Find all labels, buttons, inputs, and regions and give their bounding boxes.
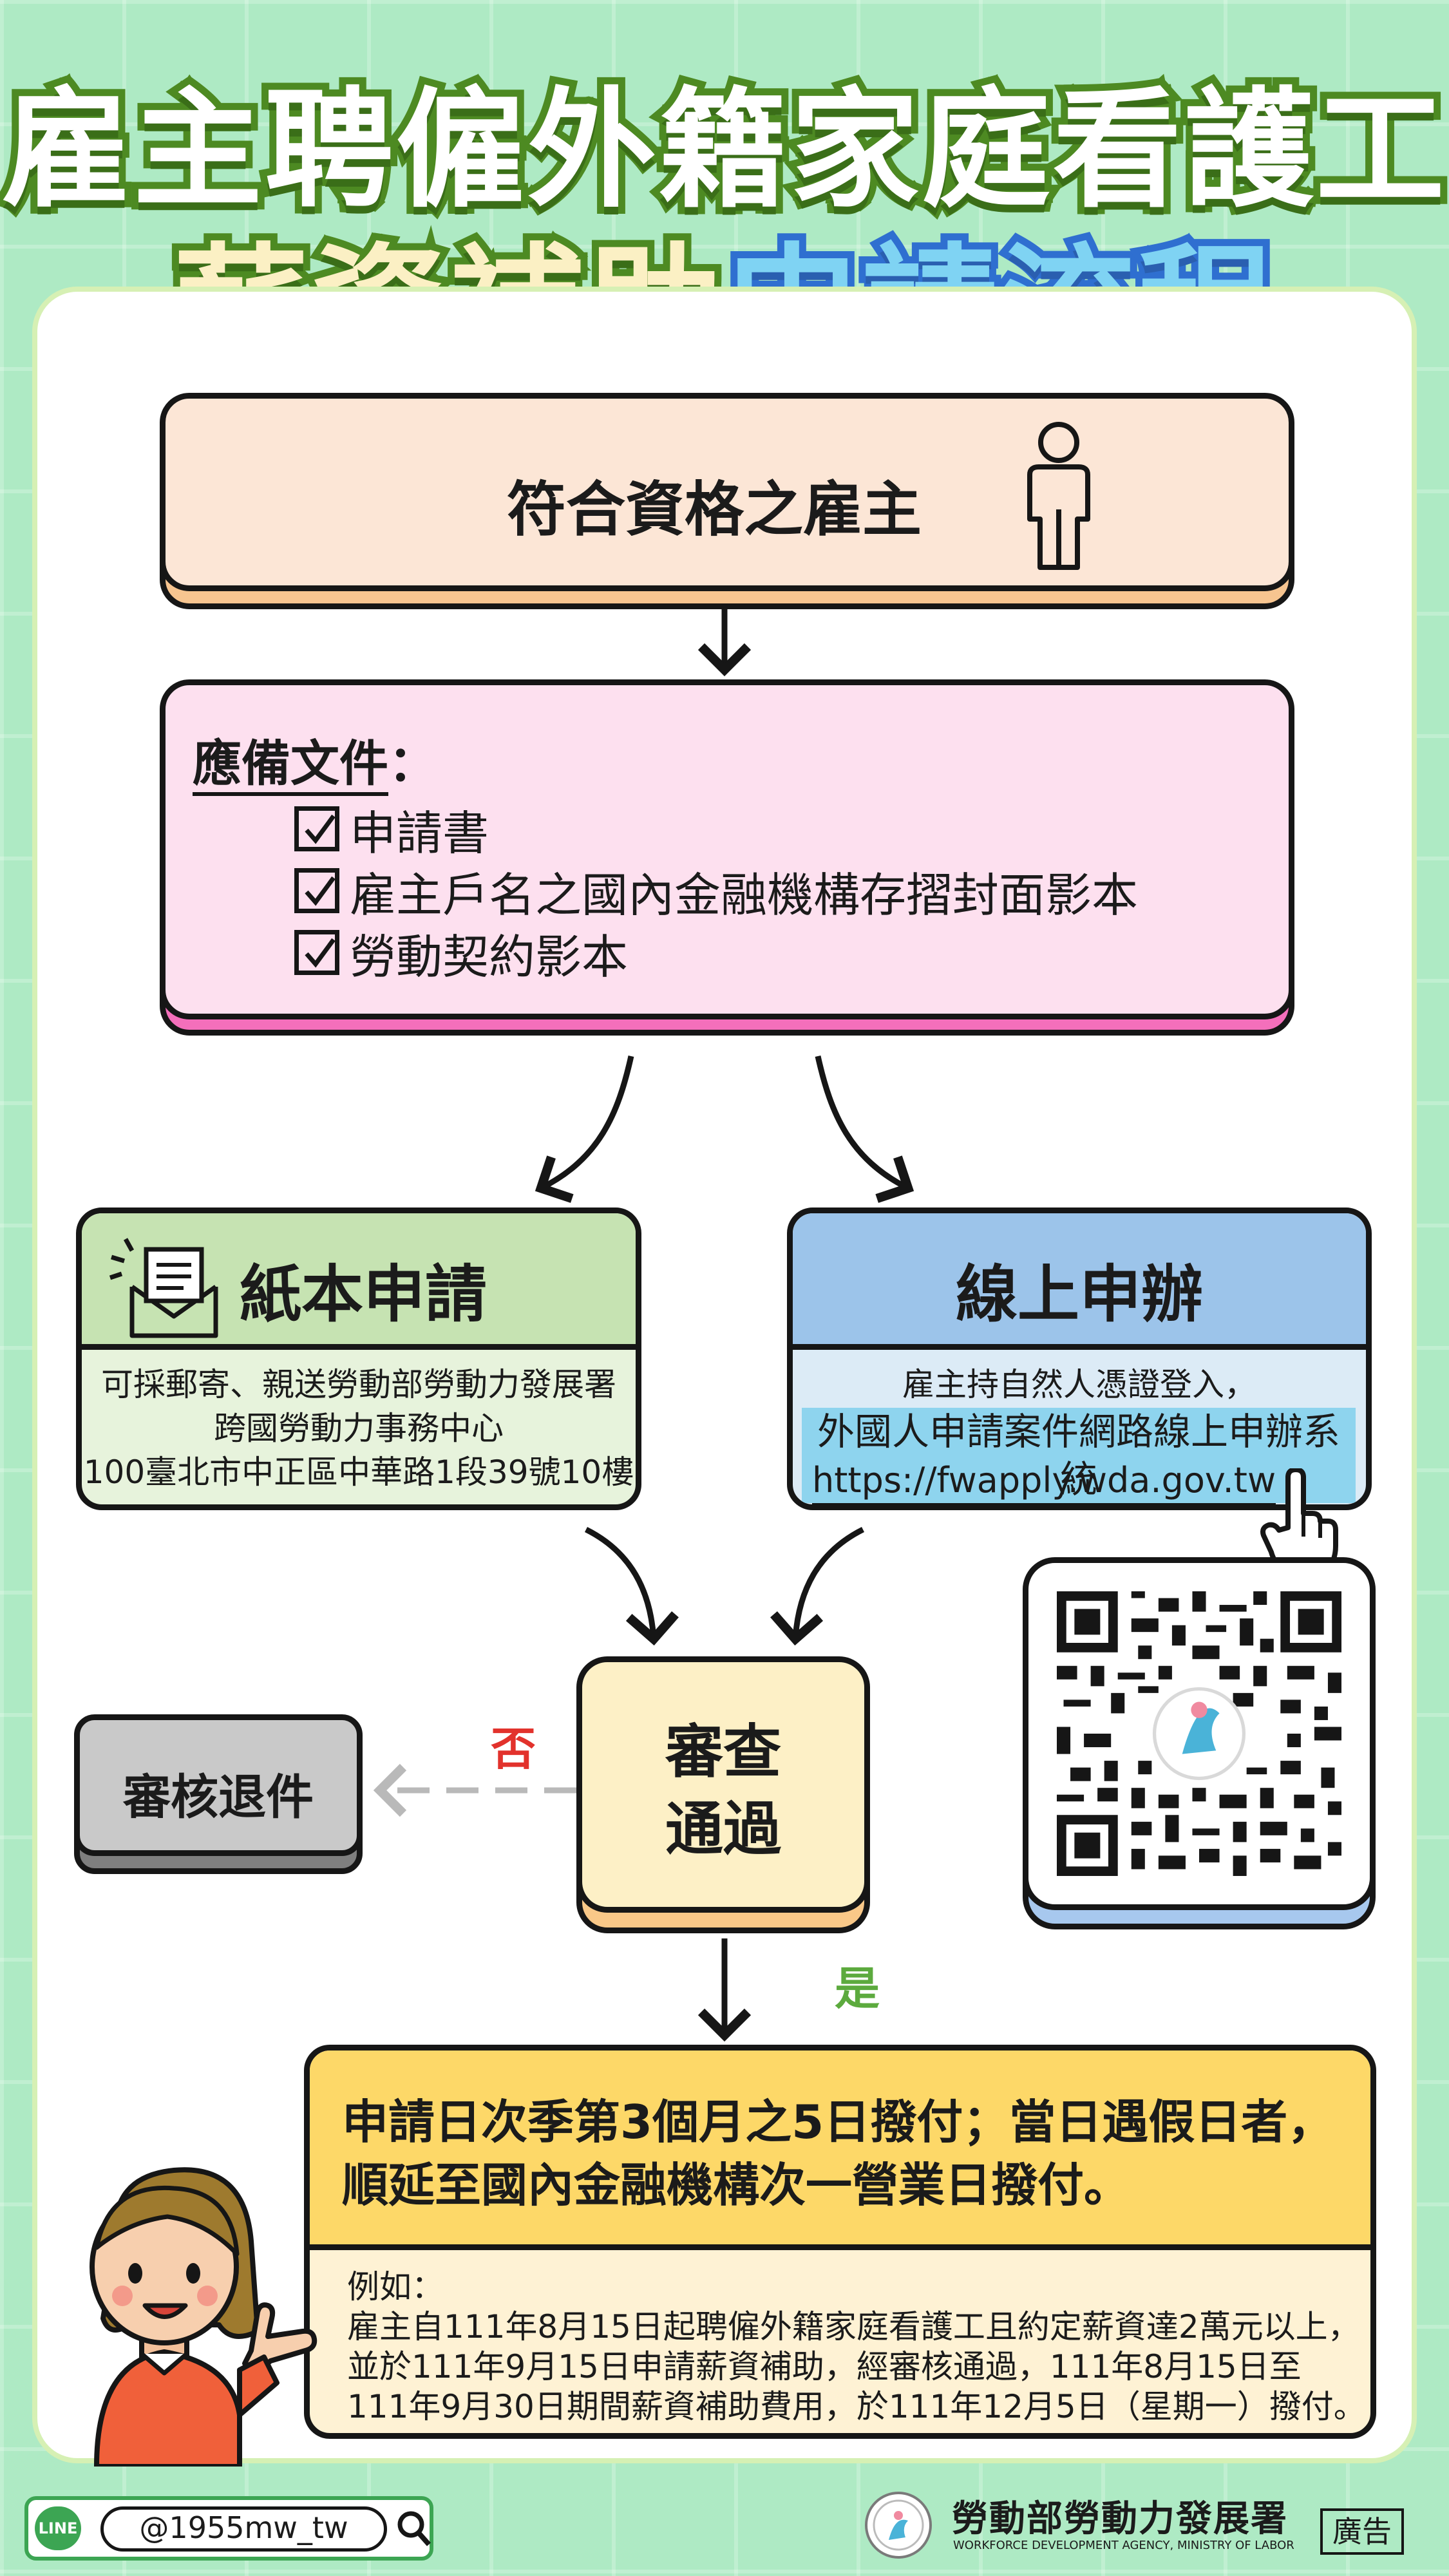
paper-application-box: 紙本申請 可採郵寄、親送勞動部勞動力發展署 跨國勞動力事務中心 100臺北市中正… [76, 1208, 641, 1510]
documents-box: 應備文件： 申請書 雇主戶名之國內金融機構存摺封面影本 勞動契約影本 [160, 679, 1294, 1019]
qr-finder-patterns [1057, 1591, 1341, 1876]
review-box: 審查 通過 [576, 1656, 870, 1913]
review-label-line1: 審查 [665, 1718, 781, 1786]
payment-example-label: 例如： [347, 2268, 444, 2306]
arrow-docs-to-paper [535, 1056, 634, 1203]
eligible-label: 符合資格之雇主 [507, 475, 922, 544]
qr-code[interactable] [1057, 1591, 1341, 1876]
agent-character-illustration [90, 2167, 317, 2467]
online-application-box: 線上申辦 雇主持自然人憑證登入， 外國人申請案件網路線上申辦系統 https:/… [787, 1208, 1372, 1510]
person-icon [1027, 422, 1090, 570]
agency-logo-icon [865, 2492, 932, 2559]
arrow-paper-to-review [584, 1526, 679, 1646]
arrow-docs-to-online [815, 1056, 914, 1203]
online-application-header: 線上申辦 [793, 1213, 1366, 1350]
payment-box: 申請日次季第3個月之5日撥付；當日遇假日者， 順延至國內金融機構次一營業日撥付。… [304, 2045, 1376, 2439]
review-yes-label: 是 [835, 1962, 880, 2015]
document-item-label: 申請書 [350, 806, 489, 860]
documents-heading-colon: ： [388, 735, 437, 792]
line-badge [35, 2506, 81, 2550]
document-item: 勞動契約影本 [294, 922, 1138, 984]
paper-detail-line: 100臺北市中正區中華路1段39號10樓 [83, 1454, 634, 1491]
payment-example-line: 並於111年9月15日申請薪資補助，經審核通過，111年8月15日至 [347, 2348, 1302, 2385]
qr-code-card [1023, 1557, 1376, 1910]
paper-application-details: 可採郵寄、親送勞動部勞動力發展署 跨國勞動力事務中心 100臺北市中正區中華路1… [82, 1363, 636, 1494]
payment-rule-line2: 順延至國內金融機構次一營業日撥付。 [342, 2158, 1131, 2212]
documents-heading-text: 應備文件 [193, 735, 388, 796]
ad-label: 廣告 [1320, 2508, 1404, 2555]
document-item: 申請書 [294, 798, 1138, 860]
document-item-label: 勞動契約影本 [350, 929, 629, 984]
rejected-box: 審核退件 [74, 1714, 363, 1856]
payment-example-line: 111年9月30日期間薪資補助費用，於111年12月5日（星期一）撥付。 [347, 2388, 1366, 2425]
paper-application-header: 紙本申請 [82, 1213, 636, 1350]
line-id-field [100, 2506, 387, 2552]
document-item-label: 雇主戶名之國內金融機構存摺封面影本 [350, 867, 1139, 922]
payment-rule: 申請日次季第3個月之5日撥付；當日遇假日者， 順延至國內金融機構次一營業日撥付。 [342, 2090, 1334, 2217]
checkbox-checked-icon [294, 868, 339, 913]
document-item: 雇主戶名之國內金融機構存摺封面影本 [294, 860, 1138, 922]
agency-name: 勞動部勞動力發展署 [952, 2498, 1288, 2540]
documents-heading: 應備文件： [193, 724, 437, 796]
checkbox-checked-icon [294, 930, 339, 975]
documents-list: 申請書 雇主戶名之國內金融機構存摺封面影本 勞動契約影本 [294, 798, 1138, 984]
review-label-line2: 通過 [665, 1795, 781, 1863]
title-line1: 雇主聘僱外籍家庭看護工 [0, 68, 1449, 232]
payment-example-line: 雇主自111年8月15日起聘僱外籍家庭看護工且約定薪資達2萬元以上， [347, 2308, 1360, 2345]
search-icon[interactable] [395, 2509, 431, 2549]
online-application-title: 線上申辦 [956, 1258, 1203, 1331]
arrow-online-to-review [770, 1526, 865, 1646]
review-label: 審查 通過 [582, 1714, 864, 1868]
line-id-text: @1955mw_tw [139, 2510, 348, 2545]
eligible-box: 符合資格之雇主 [160, 393, 1294, 591]
payment-rule-line1: 申請日次季第3個月之5日撥付；當日遇假日者， [342, 2095, 1334, 2149]
line-badge-text: LINE [38, 2519, 78, 2537]
paper-detail-line: 跨國勞動力事務中心 [214, 1410, 504, 1447]
rejected-label: 審核退件 [123, 1770, 314, 1825]
review-no-label: 否 [491, 1723, 536, 1776]
online-login-text: 雇主持自然人憑證登入， [902, 1366, 1256, 1403]
line-id-pill[interactable]: LINE @1955mw_tw [24, 2496, 433, 2561]
paper-detail-line: 可採郵寄、親送勞動部勞動力發展署 [101, 1366, 616, 1403]
payment-example: 例如： 雇主自111年8月15日起聘僱外籍家庭看護工且約定薪資達2萬元以上， 並… [347, 2267, 1366, 2427]
online-system-name: 外國人申請案件網路線上申辦系統 [802, 1408, 1356, 1503]
envelope-icon [109, 1238, 218, 1338]
agency-name-english: WORKFORCE DEVELOPMENT AGENCY, MINISTRY O… [953, 2539, 1294, 2552]
paper-application-title: 紙本申請 [240, 1258, 487, 1331]
qr-modules [1057, 1591, 1341, 1876]
online-system-url[interactable]: https://fwapply.wda.gov.tw [812, 1458, 1276, 1504]
pointing-hand-icon [1260, 1468, 1338, 1578]
checkbox-checked-icon [294, 806, 339, 851]
payment-header: 申請日次季第3個月之5日撥付；當日遇假日者， 順延至國內金融機構次一營業日撥付。 [310, 2050, 1370, 2250]
